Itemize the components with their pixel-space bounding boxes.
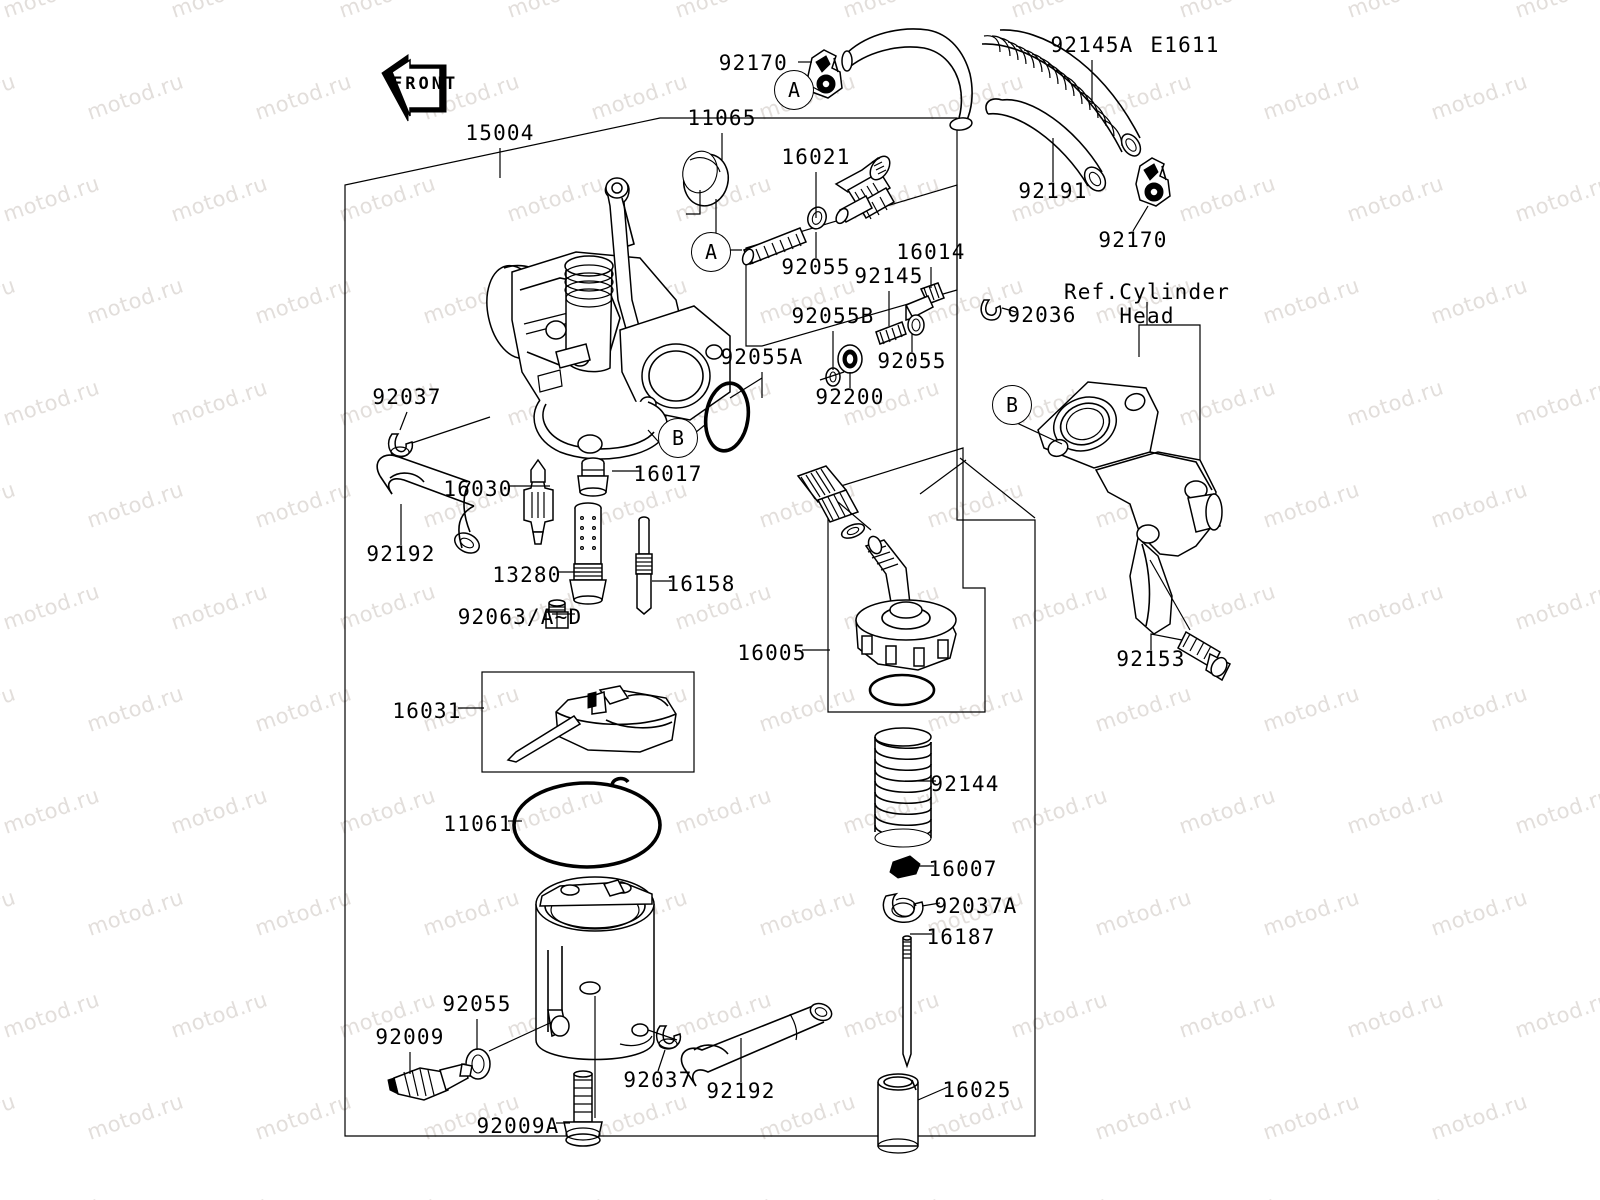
part-16031-float	[506, 685, 677, 763]
part-92009A-screw	[563, 1070, 603, 1147]
part-92192-hose-bowl	[680, 1002, 833, 1087]
part-92192-hose-left	[376, 454, 480, 554]
part-92200-washer	[837, 344, 863, 374]
part-16158-needle-jet	[635, 516, 653, 615]
group-frame-main	[344, 117, 1036, 1137]
part-16030-needle-valve	[523, 458, 554, 545]
front-arrow-icon	[381, 54, 447, 122]
part-16005-fuel-valve	[796, 465, 957, 707]
float-bowl	[535, 876, 655, 1061]
intake-manifold-assembly	[1037, 381, 1223, 635]
part-92144-spring	[874, 727, 932, 848]
part-16017-jet	[577, 457, 609, 497]
part-92009-screw	[387, 1063, 473, 1101]
part-92170-clamp-top	[807, 49, 843, 99]
part-92063-jet	[545, 599, 569, 629]
carburetor-body-15004	[486, 177, 731, 460]
part-16025-sleeve	[877, 1073, 919, 1154]
part-11061-gasket	[512, 776, 662, 869]
part-92037-clip-left	[387, 433, 414, 458]
part-92055-oring-right	[907, 314, 925, 336]
group-frame-16005	[827, 447, 986, 713]
part-92145A-spiral-tube	[981, 29, 1142, 157]
part-13280-jet-holder	[569, 502, 607, 605]
leader-lines	[399, 60, 1191, 1124]
part-92037-clip-bowl	[655, 1025, 682, 1050]
hose-top	[841, 28, 973, 131]
part-92055-spring	[741, 227, 807, 266]
part-16014-pilot-screw	[904, 282, 945, 321]
part-92055-oring-small	[807, 206, 827, 230]
part-16187-jet-needle	[902, 935, 912, 1069]
part-92055A-oring	[703, 381, 751, 453]
part-92170-clamp-right	[1135, 157, 1171, 207]
part-92055-bowl-oring	[465, 1048, 491, 1080]
part-92153-bolt	[1177, 630, 1232, 682]
part-92191-tube	[985, 98, 1107, 192]
part-16021-throttle-valve	[834, 155, 896, 225]
group-frame-cylinder-head	[1138, 324, 1201, 512]
part-16007-pin	[889, 855, 921, 879]
part-11065-cap	[682, 150, 730, 207]
part-92036-clip	[980, 299, 1002, 321]
group-frame-16031	[481, 671, 695, 773]
part-92037A-clip	[882, 892, 924, 923]
group-frame-16021	[745, 184, 958, 347]
part-92145-spring	[875, 321, 907, 345]
